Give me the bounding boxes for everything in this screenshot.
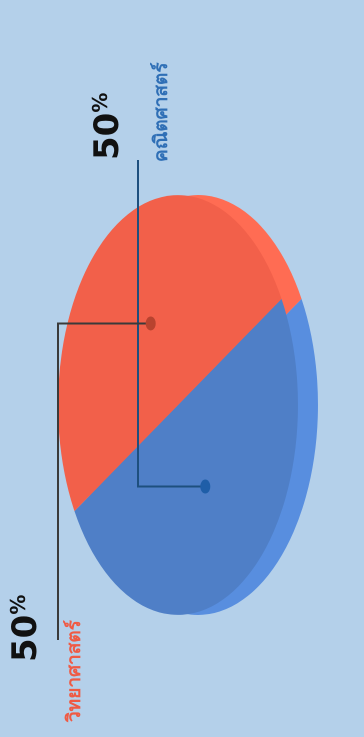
label-math-value: 50%: [87, 93, 127, 160]
label-math: 50%: [87, 93, 127, 160]
label-science-value: 50%: [5, 595, 45, 662]
label-science-percent: %: [6, 594, 30, 615]
leader-dot-math: [200, 479, 211, 494]
label-math-number: 50: [87, 112, 127, 160]
label-science-name: วิทยาศาสตร์: [63, 620, 85, 722]
label-math-percent: %: [88, 92, 112, 113]
leader-line-science: [57, 322, 151, 640]
pie-slice-1: [58, 195, 282, 512]
label-math-name: คณิตศาสตร์: [150, 62, 172, 162]
leader-dot-science: [145, 316, 156, 331]
label-science-number: 50: [5, 614, 45, 662]
label-math-name-wrap: คณิตศาสตร์: [150, 62, 172, 162]
label-science-name-wrap: วิทยาศาสตร์: [63, 620, 85, 722]
label-science: 50%: [5, 595, 45, 662]
leader-line-math: [137, 160, 206, 488]
pie-slice-0: [74, 298, 298, 615]
